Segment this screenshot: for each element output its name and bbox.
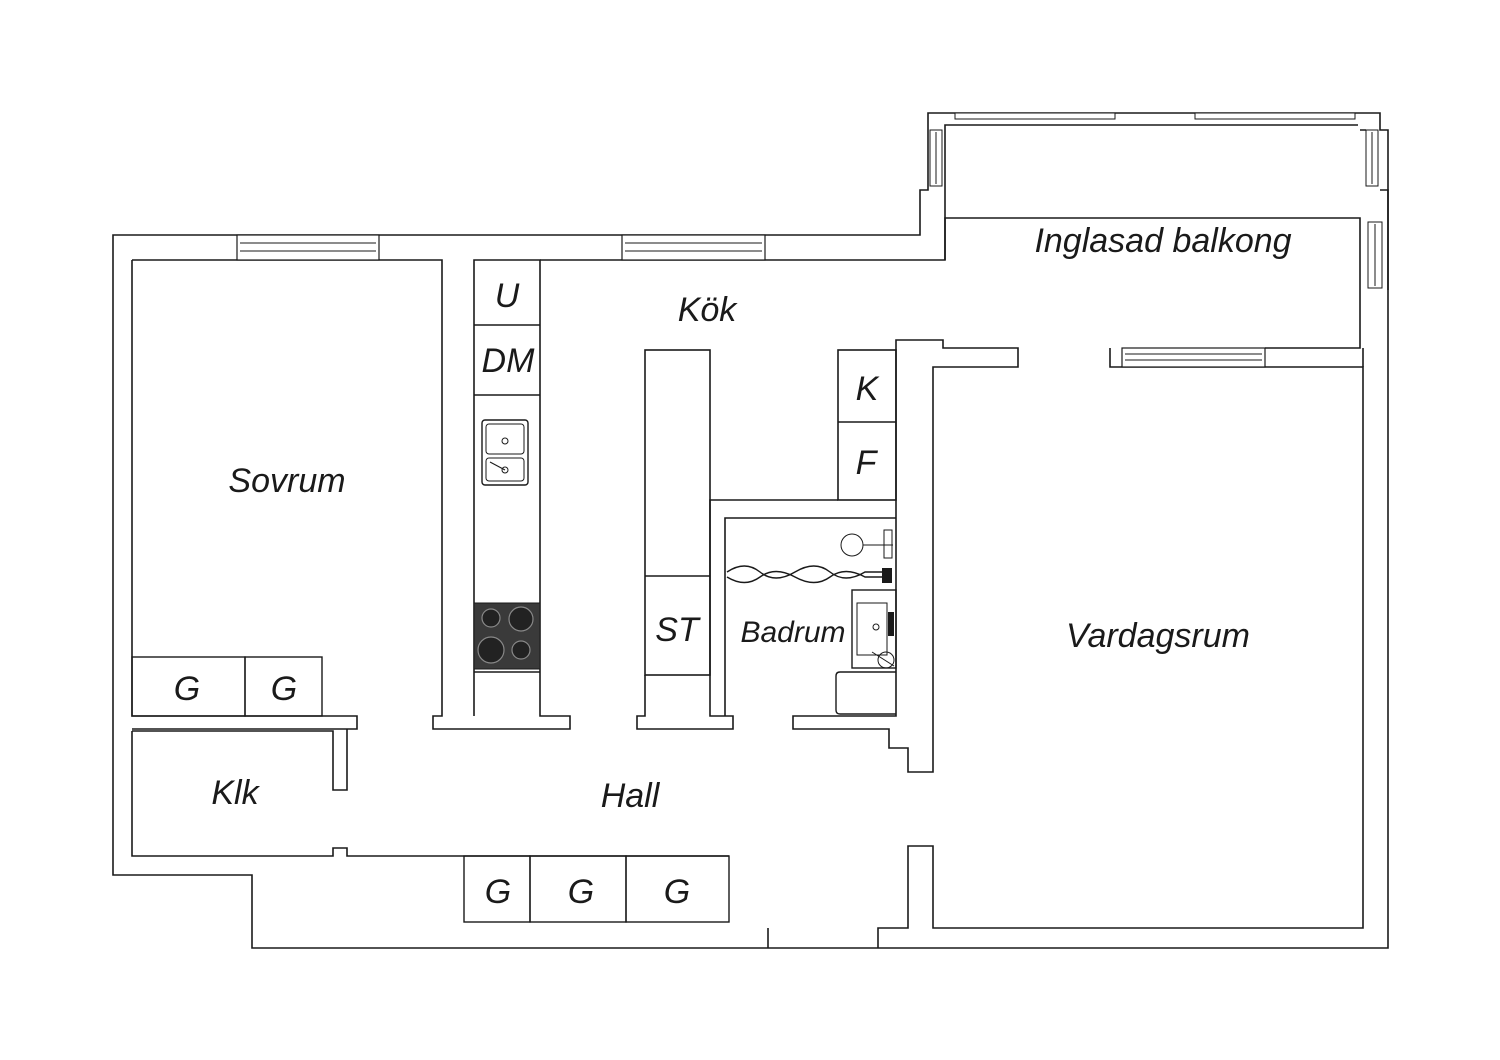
outer-walls	[112, 112, 1389, 949]
fixture-label-u: U	[495, 277, 520, 315]
wardrobe-label: G	[664, 873, 690, 911]
room-label-badrum: Badrum	[740, 616, 845, 649]
room-labels: Sovrum Kök Inglasad balkong Vardagsrum B…	[211, 222, 1291, 815]
fixture-labels: U DM K F ST G G G G G	[174, 277, 880, 911]
washbasin-icon	[851, 589, 897, 669]
fixture-label-k: K	[856, 370, 880, 408]
room-label-klk: Klk	[211, 774, 260, 812]
room-label-kok: Kök	[678, 291, 739, 329]
fixture-label-f: F	[856, 444, 879, 482]
stove-icon	[473, 602, 541, 670]
room-label-hall: Hall	[601, 777, 661, 815]
sink-icon	[481, 419, 529, 486]
wardrobe-label: G	[485, 873, 511, 911]
wardrobe-label: G	[568, 873, 594, 911]
windows	[236, 112, 1389, 368]
interior-walls	[636, 339, 1364, 948]
shower-curtain-icon	[726, 565, 892, 584]
wardrobes	[131, 656, 730, 923]
room-label-sovrum: Sovrum	[228, 462, 345, 500]
toilet-icon	[835, 651, 896, 715]
shower-icon	[840, 529, 893, 559]
fixture-label-st: ST	[655, 611, 701, 649]
kitchen-counter	[474, 324, 540, 673]
room-label-vardagsrum: Vardagsrum	[1066, 617, 1250, 655]
wardrobe-label: G	[271, 670, 297, 708]
fixture-label-dm: DM	[482, 342, 536, 380]
room-label-balkong: Inglasad balkong	[1034, 222, 1291, 260]
wardrobe-label: G	[174, 670, 200, 708]
